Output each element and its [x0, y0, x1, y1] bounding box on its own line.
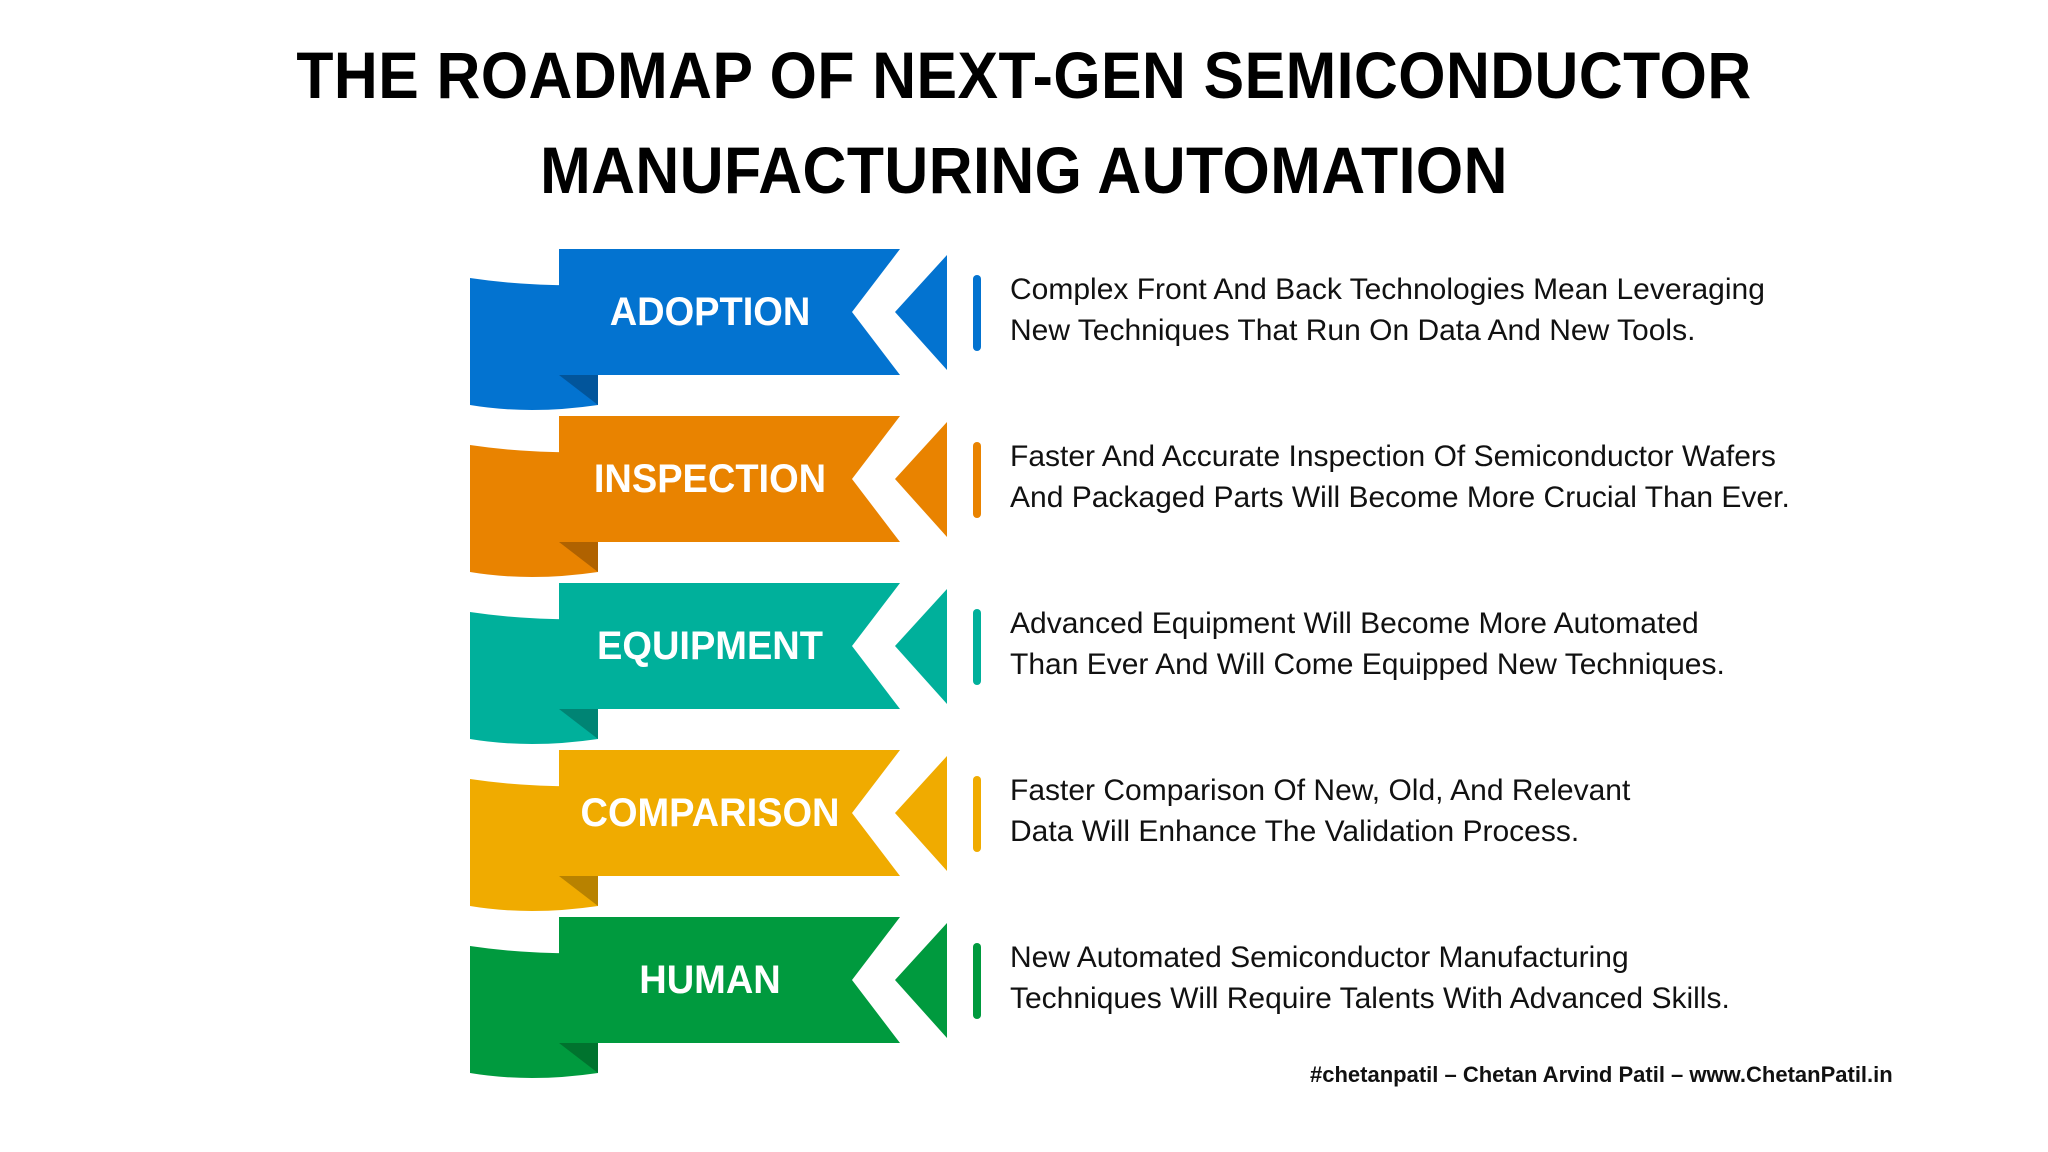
accent-bar [973, 776, 981, 852]
accent-bar [973, 609, 981, 685]
roadmap-row-equipment: EQUIPMENT Advanced Equipment Will Become… [0, 583, 2048, 753]
description-line: New Automated Semiconductor Manufacturin… [1010, 941, 1629, 974]
ribbon-banner-icon [470, 249, 947, 410]
ribbon-banner-icon [470, 917, 947, 1078]
row-label: INSPECTION [593, 457, 827, 501]
description-line: Complex Front And Back Technologies Mean… [1010, 273, 1765, 306]
description-line: New Techniques That Run On Data And New … [1010, 314, 1696, 347]
roadmap-row-inspection: INSPECTION Faster And Accurate Inspectio… [0, 416, 2048, 586]
description-line: Than Ever And Will Come Equipped New Tec… [1010, 648, 1725, 681]
chevron-left-icon [895, 255, 947, 370]
row-description: Faster And Accurate Inspection Of Semico… [1010, 436, 1790, 518]
chevron-left-icon [895, 756, 947, 871]
chevron-left-icon [895, 923, 947, 1038]
accent-bar [973, 275, 981, 351]
ribbon-banner-icon [470, 416, 947, 577]
row-label: COMPARISON [580, 791, 840, 835]
roadmap-row-comparison: COMPARISON Faster Comparison Of New, Old… [0, 750, 2048, 920]
row-description: Advanced Equipment Will Become More Auto… [1010, 603, 1725, 685]
footer-credit: #chetanpatil – Chetan Arvind Patil – www… [1310, 1062, 1893, 1087]
description-line: Faster Comparison Of New, Old, And Relev… [1010, 774, 1631, 807]
description-line: Advanced Equipment Will Become More Auto… [1010, 607, 1699, 640]
row-description: Complex Front And Back Technologies Mean… [1010, 269, 1765, 351]
row-label: HUMAN [639, 958, 781, 1002]
description-line: Techniques Will Require Talents With Adv… [1010, 982, 1730, 1015]
accent-bar [973, 442, 981, 518]
description-line: Faster And Accurate Inspection Of Semico… [1010, 440, 1776, 473]
row-description: Faster Comparison Of New, Old, And Relev… [1010, 770, 1630, 852]
roadmap-row-adoption: ADOPTION Complex Front And Back Technolo… [0, 249, 2048, 419]
row-description: New Automated Semiconductor Manufacturin… [1010, 937, 1730, 1019]
ribbon-banner-icon [470, 750, 947, 911]
description-line: And Packaged Parts Will Become More Cruc… [1010, 481, 1790, 514]
row-label: EQUIPMENT [597, 624, 823, 668]
description-line: Data Will Enhance The Validation Process… [1010, 815, 1580, 848]
chevron-left-icon [895, 422, 947, 537]
chevron-left-icon [895, 589, 947, 704]
accent-bar [973, 943, 981, 1019]
ribbon-banner-icon [470, 583, 947, 744]
row-label: ADOPTION [609, 290, 811, 334]
page-title-line-1: THE ROADMAP OF NEXT-GEN SEMICONDUCTOR [296, 38, 1752, 112]
page-title-line-2: MANUFACTURING AUTOMATION [540, 133, 1508, 207]
roadmap-row-human: HUMAN New Automated Semiconductor Manufa… [0, 917, 2048, 1087]
